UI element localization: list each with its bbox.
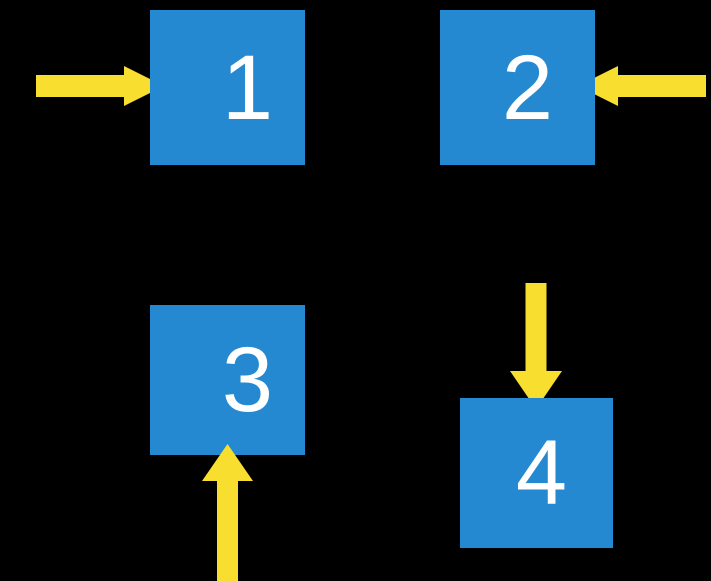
arrow-left-into-node-2 xyxy=(578,66,706,106)
node-label-2: 2 xyxy=(501,36,554,139)
arrow-up-shape xyxy=(202,444,253,581)
node-box-3[interactable] xyxy=(150,305,305,455)
arrow-down-into-node-4 xyxy=(510,283,562,409)
node-label-3: 3 xyxy=(221,329,274,431)
arrow-left-shape xyxy=(578,66,706,106)
node-box-2[interactable] xyxy=(440,10,595,165)
arrow-right-into-node-1 xyxy=(36,66,164,106)
node-label-1: 1 xyxy=(221,36,274,139)
arrow-down-shape xyxy=(510,283,562,409)
arrow-up-into-node-3 xyxy=(202,444,253,581)
arrow-right-shape xyxy=(36,66,164,106)
node-label-4: 4 xyxy=(515,422,568,524)
node-box-4[interactable] xyxy=(460,398,613,548)
node-box-1[interactable] xyxy=(150,10,305,165)
